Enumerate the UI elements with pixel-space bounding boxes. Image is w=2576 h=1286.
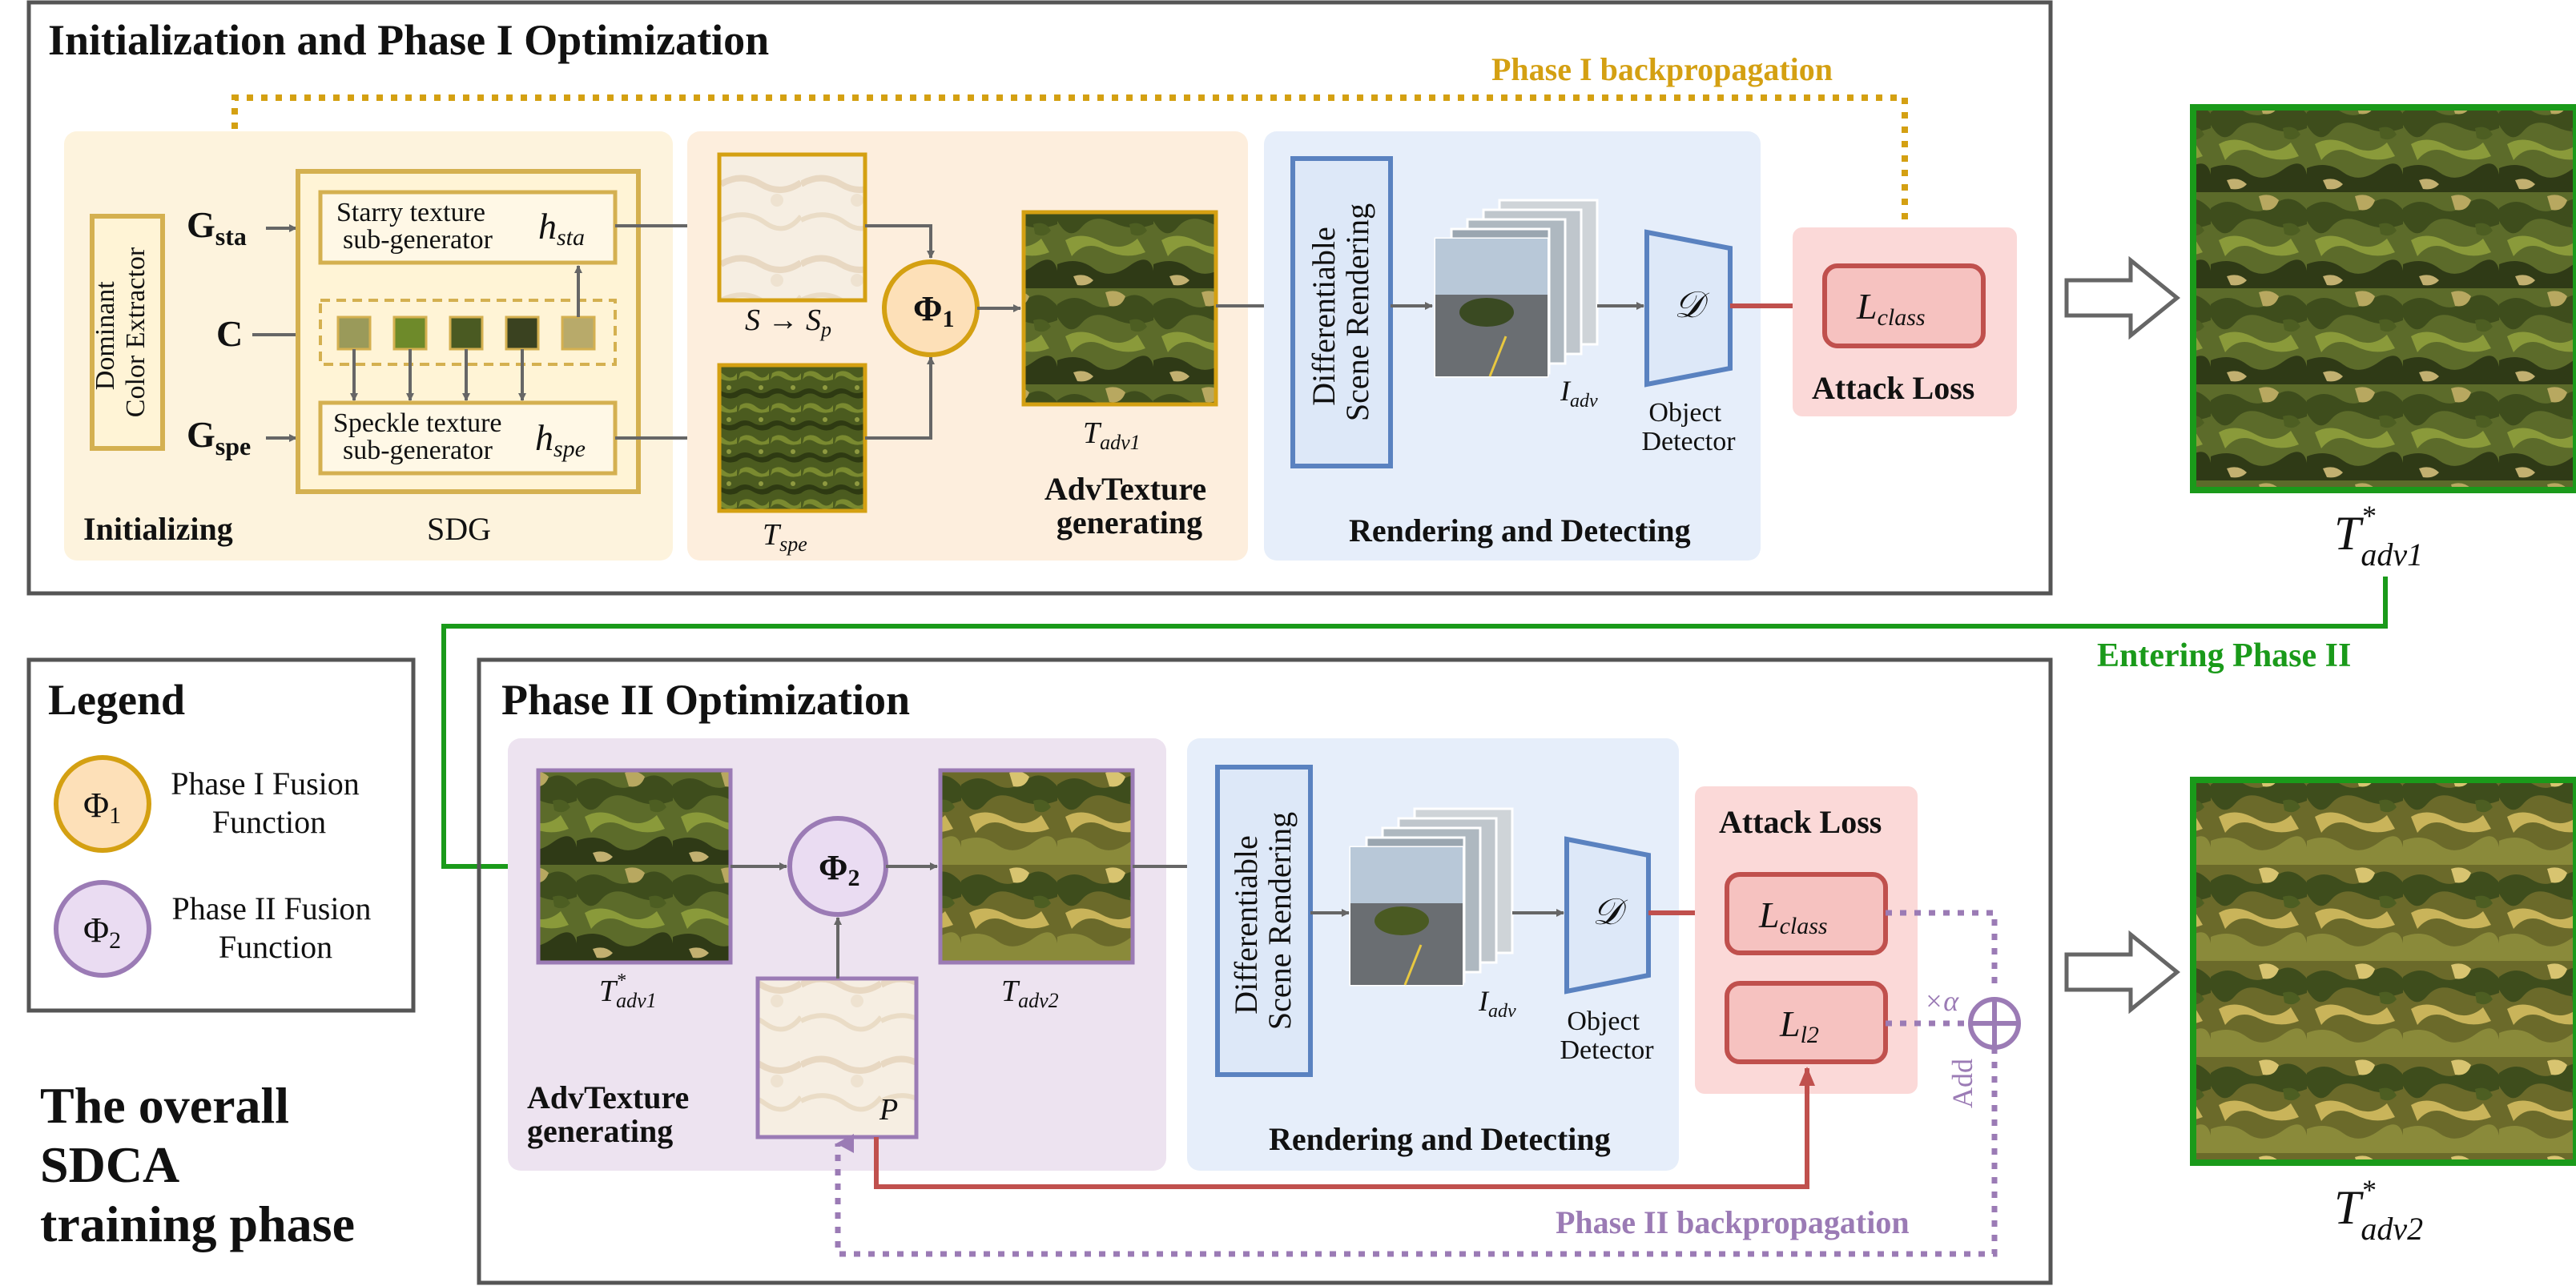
legend-phi1-symbol: Φ1 [83,786,121,829]
phase2-title: Phase II Optimization [501,676,910,724]
t-adv2-label: Tadv2 [1001,975,1059,1012]
add-label: Add [1946,1059,1978,1108]
t-adv2-star-image [2190,777,2576,1166]
t-adv1-star-image [2190,104,2576,493]
phase1-backprop-line [231,94,1908,263]
legend-title: Legend [48,676,185,724]
palette-swatch-3 [449,315,484,351]
t-adv2-star-label: T*adv2 [2334,1174,2423,1247]
speckle-subgenerator-label: Speckle texture sub-generator [333,408,509,465]
initializing-label: Initializing [83,511,233,547]
output-arrow-phase1 [2064,255,2180,340]
rendered-images-phase2 [1349,807,1514,987]
l-l2-label-phase2: Ll2 [1779,1003,1819,1048]
attack-loss-label-phase2: Attack Loss [1719,804,1882,840]
c-symbol: C [216,313,243,354]
renderer-box-phase2 [1215,765,1313,1077]
legend-phi1-node [54,755,151,853]
legend-phi2-symbol: Φ2 [83,910,121,954]
dominant-color-extractor-box [90,214,165,451]
t-adv1-star-label: T*adv1 [2334,500,2423,573]
detector-label-phase1: Object Detector [1641,398,1736,456]
dominant-color-extractor-label: Dominant Color Extractor [91,247,151,417]
advtexture-label-phase2: AdvTexture generating [527,1079,697,1149]
s-to-sp-label: S → Sp [745,303,831,341]
t-adv1-star-input-label: T*adv1 [599,971,657,1012]
entering-phase2-line [441,577,2388,874]
phi2-node-label: Φ2 [819,848,859,891]
legend-phi2-node [54,880,151,978]
output-arrow-phase2 [2064,930,2180,1015]
palette-swatch-1 [336,315,372,351]
detector-label-phase2: Object Detector [1560,1007,1654,1065]
starry-texture-image [717,152,867,303]
p-texture-image [755,976,919,1139]
t-adv1-star-input-image [536,768,733,965]
rendering-label-phase1: Rendering and Detecting [1349,512,1691,549]
arrow-p-to-ll2 [874,1067,1815,1189]
rendering-label-phase2: Rendering and Detecting [1269,1121,1611,1157]
g-sta-symbol: Gsta [187,204,247,251]
renderer-label-phase1: Differentiable Scene Rendering [1306,203,1375,421]
t-adv1-label: Tadv1 [1083,416,1141,454]
advtexture-label-phase1: AdvTexture generating [1044,471,1214,541]
phase2-frame [477,657,2053,1285]
g-spe-symbol: Gspe [187,414,251,460]
i-adv-label-phase1: Iadv [1560,375,1598,412]
phase1-backprop-label: Phase I backpropagation [1491,51,1833,87]
sdg-label: SDG [427,511,491,547]
detector-shape-phase1 [1644,229,1733,388]
entering-phase2-label: Entering Phase II [2097,637,2351,674]
phase1-frame [26,0,2053,596]
attack-loss-label-phase1: Attack Loss [1812,370,1974,406]
t-adv2-image [938,768,1135,965]
phi1-node-label: Φ1 [913,289,954,332]
alpha-label: ×α [1924,985,1959,1017]
legend-phi1-label: Phase I Fusion Function [171,766,368,840]
palette-swatch-5 [561,315,596,351]
l-class-label-phase1: Lclass [1856,286,1926,331]
renderer-box-phase1 [1290,156,1393,468]
phase2-backprop-line [835,1047,1998,1257]
t-adv1-image [1021,210,1218,407]
phase2-backprop-label: Phase II backpropagation [1556,1204,1910,1240]
arrow-tspe-to-phi1 [865,356,935,440]
lclass-to-add-line [1886,910,1998,990]
l-class-box-phase1 [1822,263,1986,348]
speckle-subgenerator-box [318,400,618,476]
palette-swatch-2 [392,315,428,351]
renderer-label-phase2: Differentiable Scene Rendering [1228,812,1298,1030]
legend-phi2-label: Phase II Fusion Function [172,890,380,965]
legend-frame [26,657,416,1013]
rendered-images-phase1 [1434,199,1599,378]
palette-swatch-4 [505,315,540,351]
h-sta-symbol: hsta [538,206,585,251]
speckle-texture-image [717,363,867,513]
i-adv-label-phase2: Iadv [1478,985,1516,1022]
p-label: P [879,1093,898,1127]
detector-shape-phase2 [1564,836,1651,995]
h-spe-symbol: hspe [535,417,586,462]
t-spe-label: Tspe [763,518,807,556]
arrow-s-to-phi1 [865,224,935,259]
overall-sdca-label: The overall SDCA training phase [40,1077,355,1252]
l-class-label-phase2: Lclass [1758,894,1828,939]
phase1-title: Initialization and Phase I Optimization [48,16,769,64]
starry-subgenerator-label: Starry texture sub-generator [336,198,493,255]
